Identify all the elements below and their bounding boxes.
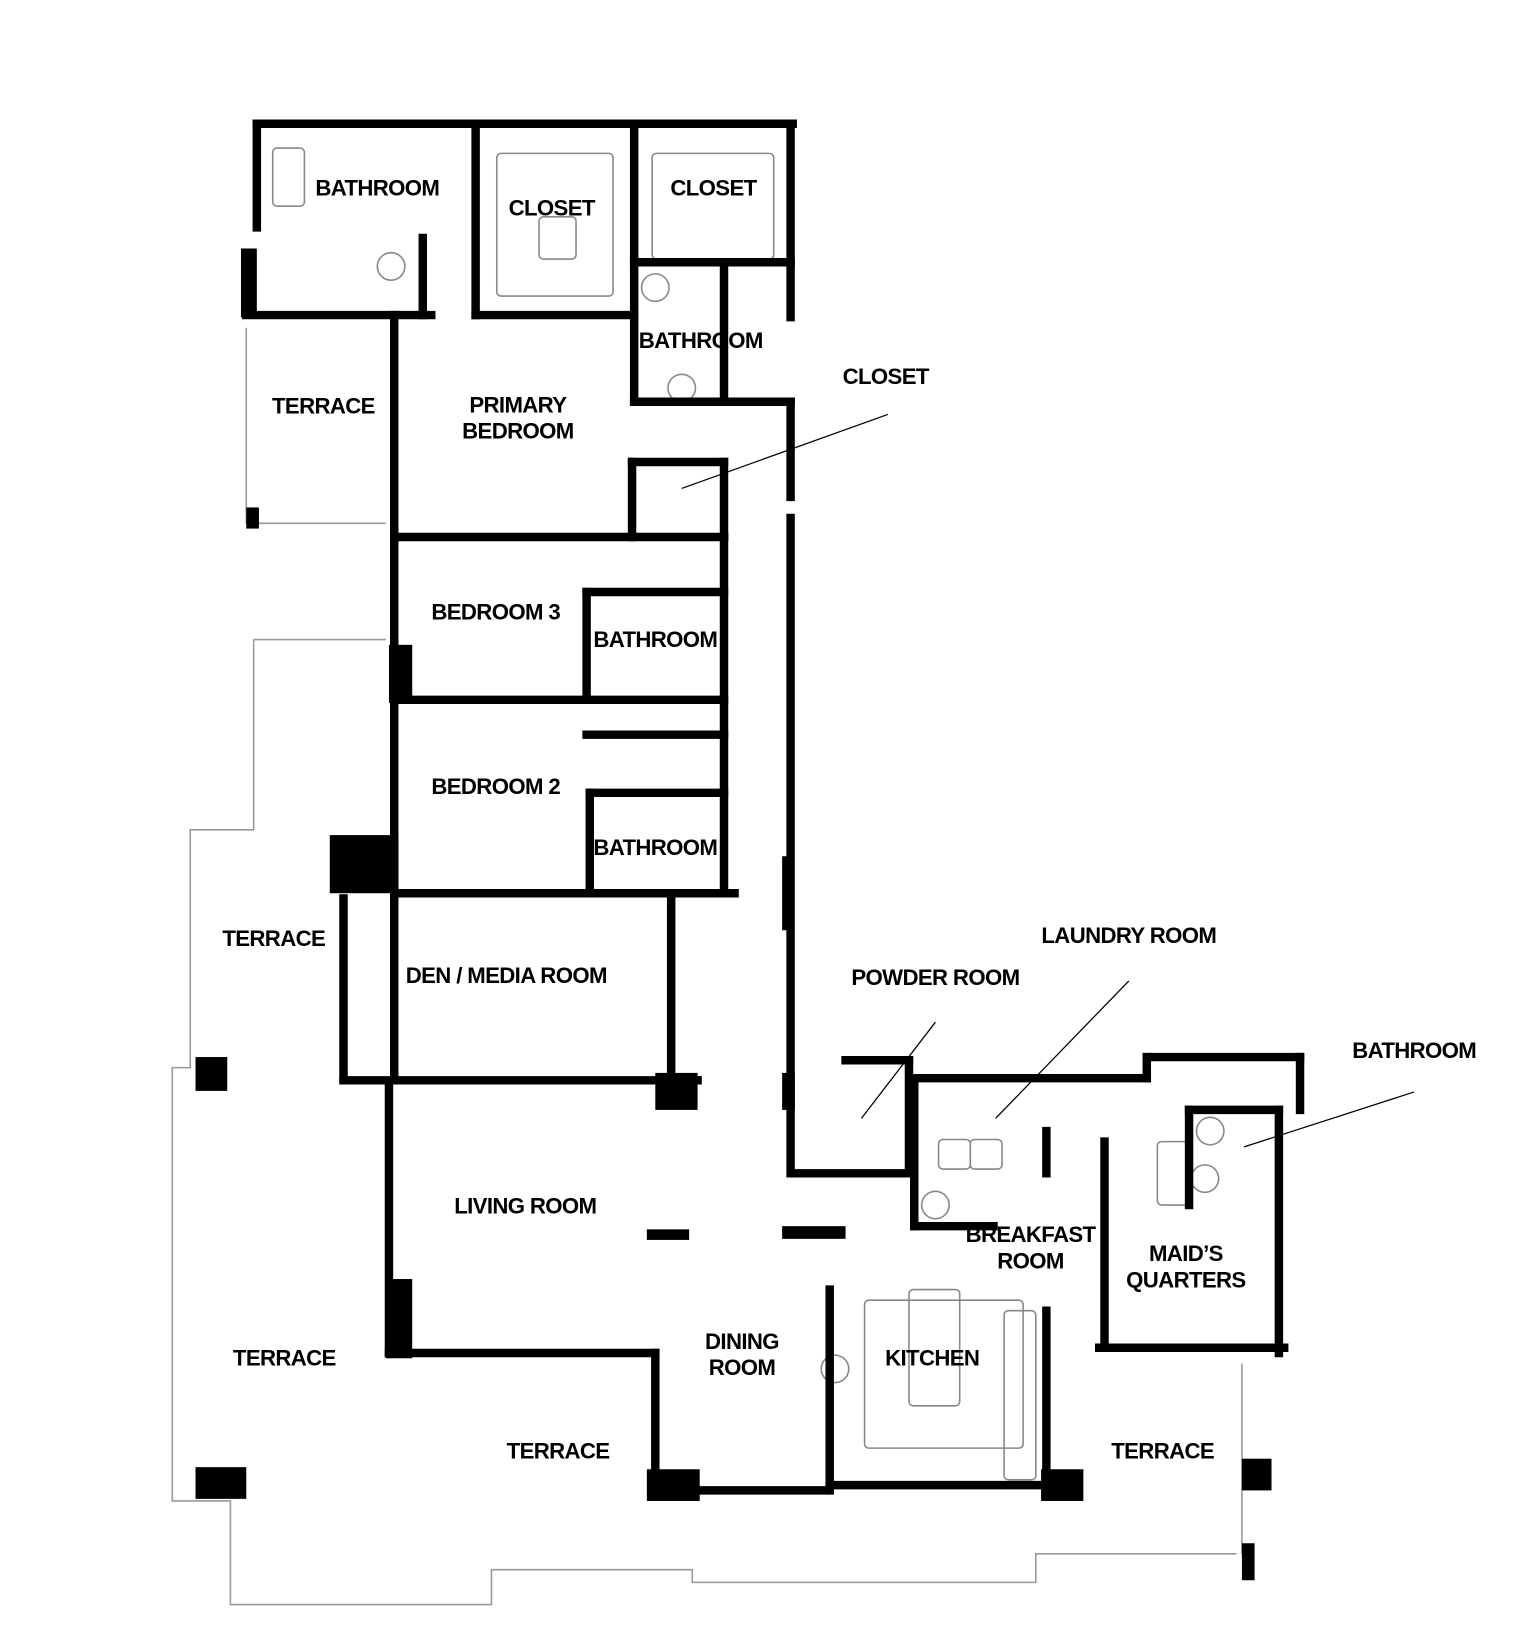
room-label-bathroom-bed2: BATHROOM <box>593 835 717 860</box>
room-label-line: LIVING ROOM <box>454 1193 596 1218</box>
column <box>1241 1543 1255 1581</box>
column <box>1241 1458 1272 1491</box>
room-label-line: TERRACE <box>272 393 375 418</box>
column <box>385 1279 413 1359</box>
fixture <box>1195 1116 1225 1146</box>
column <box>246 507 259 529</box>
room-label-line: POWDER ROOM <box>851 965 1019 990</box>
room-label-line: DINING <box>705 1329 779 1354</box>
leader-lines <box>681 413 1415 1148</box>
fixture <box>1190 1164 1220 1194</box>
room-label-terrace-den: TERRACE <box>222 926 325 951</box>
fixture <box>640 273 670 303</box>
room-label-line: CLOSET <box>843 364 930 389</box>
fixture <box>863 1299 1024 1449</box>
room-label-line: LAUNDRY ROOM <box>1041 923 1216 948</box>
room-label-line: ROOM <box>997 1248 1064 1273</box>
room-label-bathroom-bed3: BATHROOM <box>593 627 717 652</box>
column <box>1041 1469 1084 1501</box>
room-label-powder-room: POWDER ROOM <box>851 965 1019 990</box>
fixture <box>1156 1140 1190 1206</box>
room-label-line: BATHROOM <box>593 627 717 652</box>
room-label-line: BATHROOM <box>1352 1038 1476 1063</box>
column <box>782 856 793 931</box>
room-label-living-room: LIVING ROOM <box>454 1193 596 1218</box>
room-label-laundry-room: LAUNDRY ROOM <box>1041 923 1216 948</box>
room-label-line: BREAKFAST <box>966 1222 1097 1247</box>
room-label-line: TERRACE <box>222 926 325 951</box>
walls <box>195 119 1305 1581</box>
room-label-primary-closet: CLOSET <box>509 196 596 221</box>
fixture <box>820 1354 850 1384</box>
room-label-line: BEDROOM <box>462 419 573 444</box>
room-label-line: BATHROOM <box>593 835 717 860</box>
fixture <box>538 215 577 260</box>
column <box>782 1072 795 1110</box>
room-label-terrace-south: TERRACE <box>507 1439 610 1464</box>
room-label-bedroom-3: BEDROOM 3 <box>431 599 560 624</box>
column <box>240 248 257 318</box>
fixture <box>969 1138 1003 1170</box>
room-label-kitchen: KITCHEN <box>885 1346 979 1371</box>
column <box>646 1229 690 1240</box>
room-label-line: BEDROOM 3 <box>431 599 560 624</box>
room-label-bedroom-2: BEDROOM 2 <box>431 774 560 799</box>
room-label-line: KITCHEN <box>885 1346 979 1371</box>
column <box>782 1226 846 1239</box>
leader-line <box>1243 1091 1415 1148</box>
room-labels: BATHROOM CLOSET CLOSET BATHROOM CLOSET TERRAC… <box>222 176 1476 1464</box>
room-label-primary-bathroom: BATHROOM <box>315 176 439 201</box>
room-label-closet-2: CLOSET <box>670 176 757 201</box>
fixture <box>376 251 406 281</box>
room-label-line: CLOSET <box>670 176 757 201</box>
railing <box>171 638 1237 1606</box>
leader-line <box>681 413 889 490</box>
fixture <box>651 152 775 260</box>
room-label-line: BATHROOM <box>315 176 439 201</box>
terrace-railings <box>171 327 1243 1606</box>
room-label-line: DEN / MEDIA ROOM <box>406 963 607 988</box>
leader-line <box>995 980 1130 1119</box>
room-label-line: BEDROOM 2 <box>431 774 560 799</box>
fixture <box>1003 1309 1037 1481</box>
room-label-terrace-living: TERRACE <box>233 1346 336 1371</box>
column <box>388 644 413 703</box>
fixture <box>495 152 614 297</box>
room-label-bathroom-2: BATHROOM <box>639 328 763 353</box>
room-label-bathroom-maid: BATHROOM <box>1352 1038 1476 1063</box>
fixture <box>937 1138 972 1170</box>
room-label-line: PRIMARY <box>469 392 567 417</box>
room-label-line: ROOM <box>709 1355 776 1380</box>
room-label-line: TERRACE <box>507 1439 610 1464</box>
column <box>646 1469 700 1501</box>
room-label-line: QUARTERS <box>1126 1267 1245 1292</box>
room-label-line: MAID’S <box>1149 1241 1223 1266</box>
room-label-line: TERRACE <box>233 1346 336 1371</box>
room-label-closet-callout: CLOSET <box>843 364 930 389</box>
room-label-line: BATHROOM <box>639 328 763 353</box>
room-label-line: CLOSET <box>509 196 596 221</box>
railing <box>245 327 386 525</box>
column <box>655 1072 698 1110</box>
room-label-den-media-room: DEN / MEDIA ROOM <box>406 963 607 988</box>
room-label-line: TERRACE <box>1111 1439 1214 1464</box>
room-label-terrace-primary: TERRACE <box>272 393 375 418</box>
column <box>195 1467 247 1499</box>
fixture <box>908 1288 961 1407</box>
column <box>195 1057 228 1091</box>
leader-line <box>860 1021 936 1119</box>
room-label-terrace-east: TERRACE <box>1111 1439 1214 1464</box>
fixture <box>920 1190 950 1220</box>
fixture <box>271 147 306 208</box>
column <box>329 835 399 894</box>
